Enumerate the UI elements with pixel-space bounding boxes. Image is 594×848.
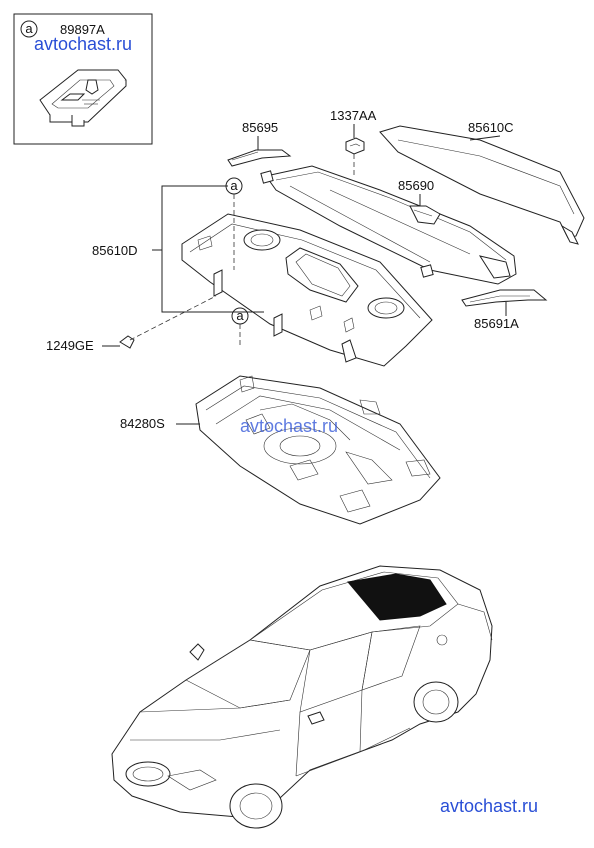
label-1337AA: 1337AA (330, 108, 377, 123)
label-85695: 85695 (242, 120, 278, 135)
label-84280S: 84280S (120, 416, 165, 431)
inset-marker-circle (20, 20, 38, 38)
part-84280S (195, 375, 441, 525)
label-85610C: 85610C (468, 120, 514, 135)
inset-box: a 89897A (13, 13, 153, 145)
watermark-bottom: avtochast.ru (440, 796, 538, 816)
inset-marker: a (25, 21, 33, 36)
watermark-top: avtochast.ru (34, 34, 132, 54)
part-85691A (461, 289, 548, 316)
label-85610D: 85610D (92, 243, 138, 258)
car-illustration (111, 565, 493, 829)
part-85690 (260, 165, 517, 285)
part-85695 (227, 136, 292, 167)
part-1337AA (345, 124, 365, 178)
part-85610D (181, 213, 433, 367)
marker-a-top: a (230, 178, 238, 193)
leader-85610D: a a (152, 177, 264, 346)
label-85691A: 85691A (474, 316, 519, 331)
watermark-middle: avtochast.ru (240, 416, 338, 436)
label-1249GE: 1249GE (46, 338, 94, 353)
marker-a-bottom: a (236, 308, 244, 323)
inset-part-number: 89897A (60, 22, 105, 37)
switch-icon (39, 69, 127, 127)
part-1249GE (119, 295, 217, 349)
label-85690: 85690 (398, 178, 434, 193)
part-85610C (379, 125, 585, 245)
